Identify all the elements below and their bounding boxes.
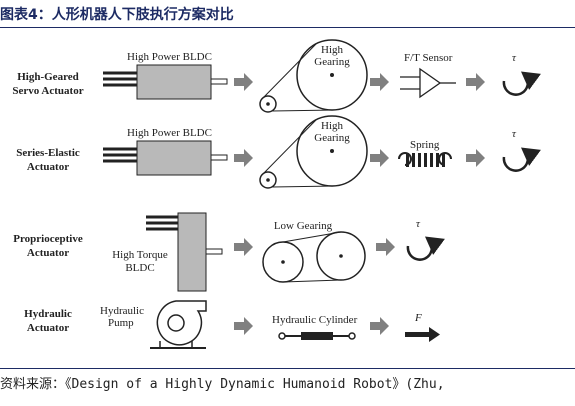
- bldc-motor-icon: [103, 140, 228, 176]
- gearing-label-line2: Gearing: [314, 132, 350, 144]
- motor-label-line2: BLDC: [125, 262, 154, 274]
- pump-label-line2: Pump: [108, 317, 134, 329]
- hydraulic-pump-icon: [150, 300, 207, 349]
- low-gearing-icon: [262, 231, 366, 283]
- torque-rotation-icon: [406, 236, 446, 261]
- spring-label: Spring: [410, 139, 440, 151]
- high-gearing-icon: [259, 39, 368, 113]
- flow-arrow-icon: [370, 73, 389, 91]
- motor-label-line1: High Torque: [112, 249, 168, 261]
- torque-symbol: τ: [512, 52, 517, 64]
- row-series-elastic: Series-Elastic Actuator High Power BLDC …: [16, 115, 542, 189]
- gearing-label-line1: High: [321, 120, 344, 132]
- hydraulic-cylinder-icon: [278, 332, 356, 340]
- motor-label: High Power BLDC: [127, 127, 212, 139]
- flow-arrow-icon: [234, 238, 253, 256]
- gearing-label: Low Gearing: [274, 220, 333, 232]
- figure-header: 图表4：人形机器人下肢执行方案对比: [0, 0, 575, 28]
- motor-label: High Power BLDC: [127, 51, 212, 63]
- flow-arrow-icon: [466, 73, 485, 91]
- flow-arrow-icon: [370, 149, 389, 167]
- torque-rotation-icon: [502, 71, 542, 96]
- gearing-label-line2: Gearing: [314, 56, 350, 68]
- row-proprioceptive: Proprioceptive Actuator High Torque BLDC…: [13, 212, 446, 292]
- row-label-line2: Actuator: [27, 161, 69, 173]
- row-label-line1: High-Geared: [17, 71, 79, 83]
- sensor-label: F/T Sensor: [404, 52, 453, 64]
- high-gearing-icon: [259, 115, 368, 189]
- row-label-line2: Actuator: [27, 322, 69, 334]
- source-note: 资料来源：《Design of a Highly Dynamic Humanoi…: [0, 377, 445, 392]
- bldc-motor-icon: [146, 212, 223, 292]
- flow-arrow-icon: [370, 317, 389, 335]
- torque-symbol: τ: [512, 128, 517, 140]
- force-arrow-icon: [405, 327, 440, 342]
- flow-arrow-icon: [466, 149, 485, 167]
- actuator-diagram: High-Geared Servo Actuator High Power BL…: [12, 39, 542, 349]
- flow-arrow-icon: [234, 149, 253, 167]
- flow-arrow-icon: [376, 238, 395, 256]
- figure-title: 图表4：人形机器人下肢执行方案对比: [0, 7, 234, 23]
- row-label-line1: Series-Elastic: [16, 147, 80, 159]
- row-label-line2: Actuator: [27, 247, 69, 259]
- torque-symbol: τ: [416, 218, 421, 230]
- bldc-motor-icon: [103, 64, 228, 100]
- ft-sensor-icon: [400, 67, 456, 99]
- row-hydraulic: Hydraulic Actuator Hydraulic Pump Hydrau…: [24, 300, 440, 349]
- row-high-geared-servo: High-Geared Servo Actuator High Power BL…: [12, 39, 542, 113]
- spring-icon: [398, 152, 452, 167]
- row-label-line1: Proprioceptive: [13, 233, 83, 245]
- flow-arrow-icon: [234, 73, 253, 91]
- force-symbol: F: [414, 312, 422, 324]
- row-label-line2: Servo Actuator: [12, 85, 83, 97]
- source-divider: [0, 368, 575, 369]
- torque-rotation-icon: [502, 147, 542, 172]
- flow-arrow-icon: [234, 317, 253, 335]
- cylinder-label: Hydraulic Cylinder: [272, 314, 358, 326]
- gearing-label-line1: High: [321, 44, 344, 56]
- pump-label-line1: Hydraulic: [100, 305, 144, 317]
- row-label-line1: Hydraulic: [24, 308, 72, 320]
